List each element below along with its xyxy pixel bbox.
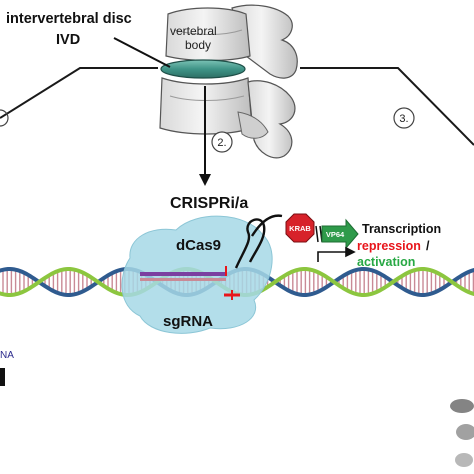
sgrna-stem [250, 214, 283, 237]
step-2-arrow [199, 86, 211, 186]
sgrna-hairpin [234, 218, 266, 269]
crispr-title: CRISPRi/a [170, 195, 248, 212]
slash-label: / [426, 239, 430, 253]
partial-left-mark [0, 368, 5, 386]
disc-label: intervertebral disc [6, 11, 132, 27]
step-3-label: 3. [399, 113, 408, 125]
krab-stop-sign-icon: KRAB [285, 213, 315, 243]
dcas9-label: dCas9 [176, 237, 221, 254]
step-2-label: 2. [217, 137, 226, 149]
ivd-label: IVD [56, 32, 80, 48]
transcription-start-arrow-icon [317, 246, 356, 262]
vertebral-body-label-line2: body [185, 38, 211, 52]
vp64-arrow-icon: VP64 [321, 218, 359, 250]
sgrna-label: sgRNA [163, 313, 213, 330]
partial-right-smudge [450, 399, 474, 467]
activation-label: activation [357, 255, 415, 269]
step-3-badge [393, 107, 415, 129]
step-2-badge [211, 131, 233, 153]
partial-na-label: NA [0, 350, 14, 361]
connector-lines [0, 67, 474, 146]
sgrna-guide-bar [140, 272, 226, 276]
intervertebral-disc-shape [160, 59, 246, 79]
repression-label: repression [357, 239, 421, 253]
transcription-label: Transcription [362, 222, 441, 236]
vp64-label: VP64 [326, 230, 345, 239]
target-strand-bar [140, 278, 226, 281]
krab-vp64-separator [315, 225, 323, 243]
vertebral-body-label-line1: vertebral [170, 24, 217, 38]
pam-markers [224, 266, 240, 300]
disc-pointer-line [113, 37, 171, 68]
krab-label: KRAB [289, 224, 311, 233]
step-1-badge-partial [0, 109, 9, 127]
